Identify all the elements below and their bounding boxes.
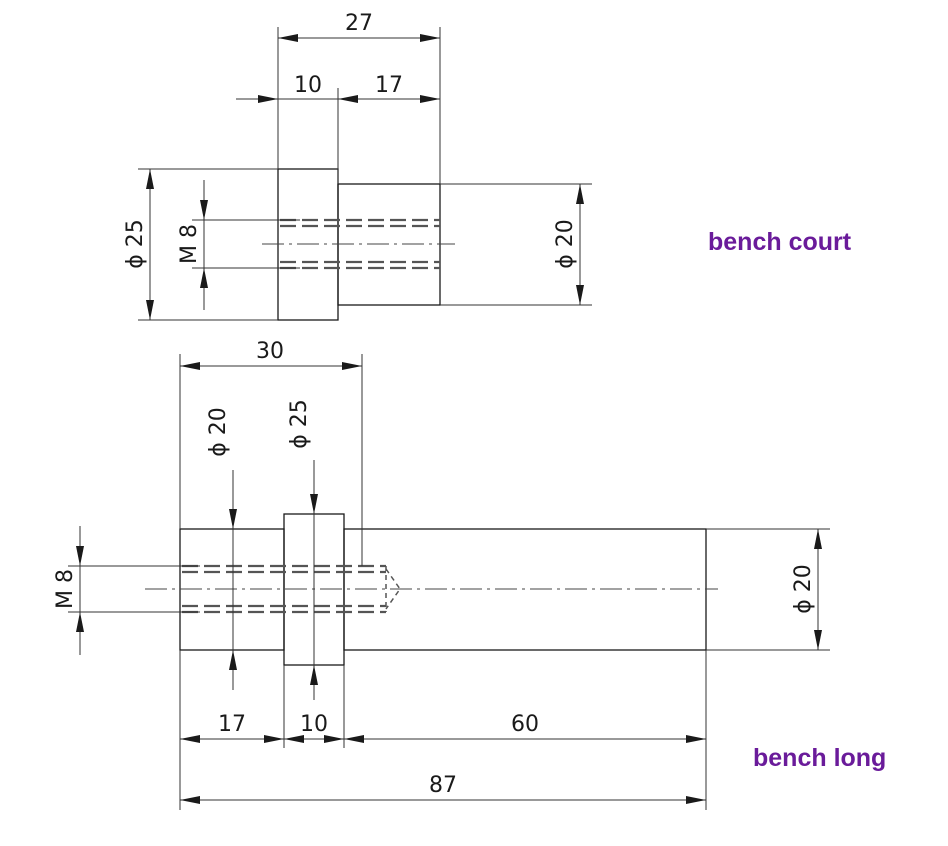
arrow-head	[200, 268, 208, 288]
bench-court-drawing: 27 10 17 ϕ 25 M 8 ϕ 20	[123, 11, 592, 321]
court-dim-17: 17	[375, 73, 403, 98]
long-dim-17: 17	[218, 712, 246, 737]
arrow-head	[686, 796, 706, 804]
long-drill-tip	[385, 568, 401, 610]
bench-long-drawing: 30 ϕ 20 ϕ 25 M 8 ϕ 20 17 10 60	[53, 339, 830, 810]
court-dia-20: ϕ 20	[553, 219, 578, 269]
arrow-head	[180, 796, 200, 804]
arrow-head	[814, 630, 822, 650]
arrow-head	[200, 200, 208, 220]
long-dim-87: 87	[429, 773, 457, 798]
long-dia-25-top: ϕ 25	[287, 399, 312, 449]
court-dim-27: 27	[345, 11, 373, 36]
long-dim-30: 30	[256, 339, 284, 364]
arrow-head	[229, 509, 237, 529]
arrow-head	[76, 612, 84, 632]
arrow-head	[146, 169, 154, 189]
arrow-head	[342, 362, 362, 370]
long-dim-10: 10	[300, 712, 328, 737]
long-thread-m8: M 8	[53, 569, 78, 609]
arrow-head	[420, 95, 440, 103]
arrow-head	[180, 362, 200, 370]
court-thread-m8: M 8	[177, 224, 202, 264]
arrow-head	[576, 184, 584, 204]
court-dim-10: 10	[294, 73, 322, 98]
arrow-head	[146, 300, 154, 320]
arrow-head	[180, 735, 200, 743]
arrow-head	[310, 494, 318, 514]
arrow-head	[278, 34, 298, 42]
arrow-head	[686, 735, 706, 743]
arrow-head	[258, 95, 278, 103]
arrow-head	[229, 650, 237, 670]
bench-long-label: bench long	[753, 744, 887, 772]
arrow-head	[76, 546, 84, 566]
long-dim-60: 60	[511, 712, 539, 737]
court-dia-25: ϕ 25	[123, 219, 148, 269]
long-dia-20-right: ϕ 20	[791, 564, 816, 614]
arrow-head	[324, 735, 344, 743]
arrow-head	[420, 34, 440, 42]
arrow-head	[338, 95, 358, 103]
arrow-head	[814, 529, 822, 549]
long-dia-20-top: ϕ 20	[206, 407, 231, 457]
arrow-head	[576, 285, 584, 305]
bench-court-label: bench court	[708, 228, 852, 256]
arrow-head	[344, 735, 364, 743]
arrow-head	[284, 735, 304, 743]
arrow-head	[310, 665, 318, 685]
arrow-head	[264, 735, 284, 743]
